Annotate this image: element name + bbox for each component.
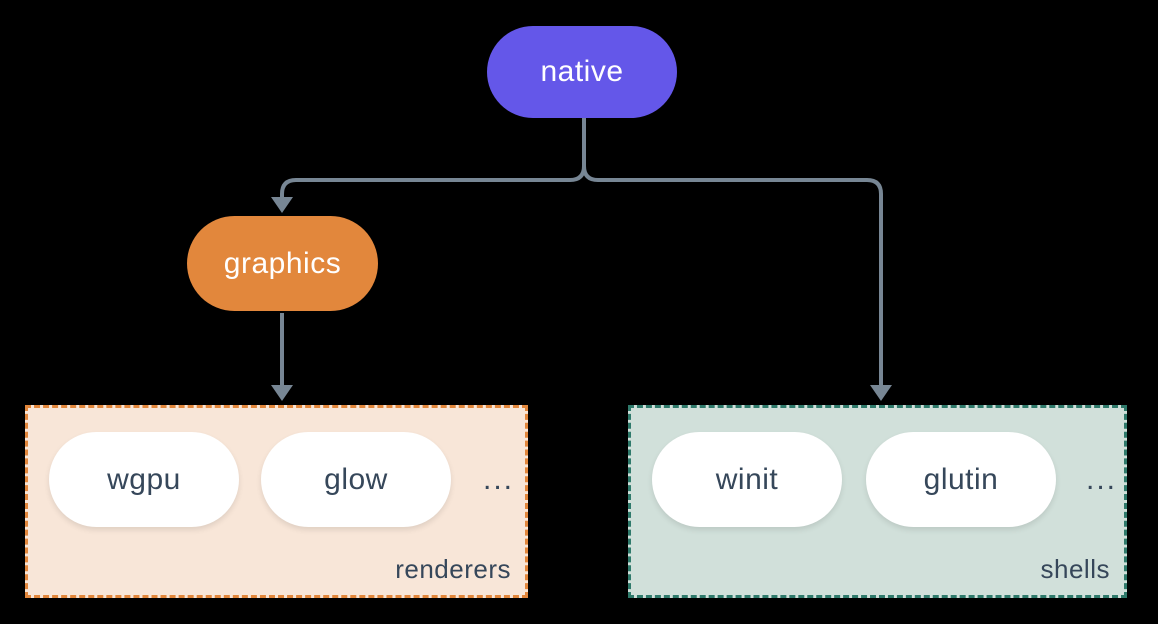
item-winit: winit: [652, 432, 842, 527]
item-wgpu-label: wgpu: [107, 462, 181, 496]
renderers-ellipsis: ...: [482, 462, 514, 496]
item-glutin: glutin: [866, 432, 1056, 527]
item-glutin-label: glutin: [923, 462, 999, 496]
item-glow-label: glow: [324, 462, 388, 496]
shells-ellipsis: ...: [1085, 462, 1117, 496]
renderers-group-label: renderers: [395, 554, 511, 584]
arrowhead-into-graphics: [271, 197, 293, 213]
shells-group-label: shells: [1040, 554, 1110, 584]
group-renderers: wgpu glow ... renderers: [25, 405, 528, 598]
item-wgpu: wgpu: [49, 432, 239, 527]
arrowhead-into-shells: [870, 385, 892, 401]
edge-native-to-graphics: [280, 118, 586, 198]
arrowhead-into-renderers: [271, 385, 293, 401]
node-native-label: native: [540, 55, 624, 88]
edge-native-to-shells: [582, 118, 883, 386]
node-graphics-label: graphics: [223, 246, 342, 280]
group-shells: winit glutin ... shells: [628, 405, 1127, 598]
node-graphics: graphics: [187, 216, 378, 311]
item-glow: glow: [261, 432, 451, 527]
node-native: native: [487, 26, 677, 118]
item-winit-label: winit: [715, 462, 779, 496]
